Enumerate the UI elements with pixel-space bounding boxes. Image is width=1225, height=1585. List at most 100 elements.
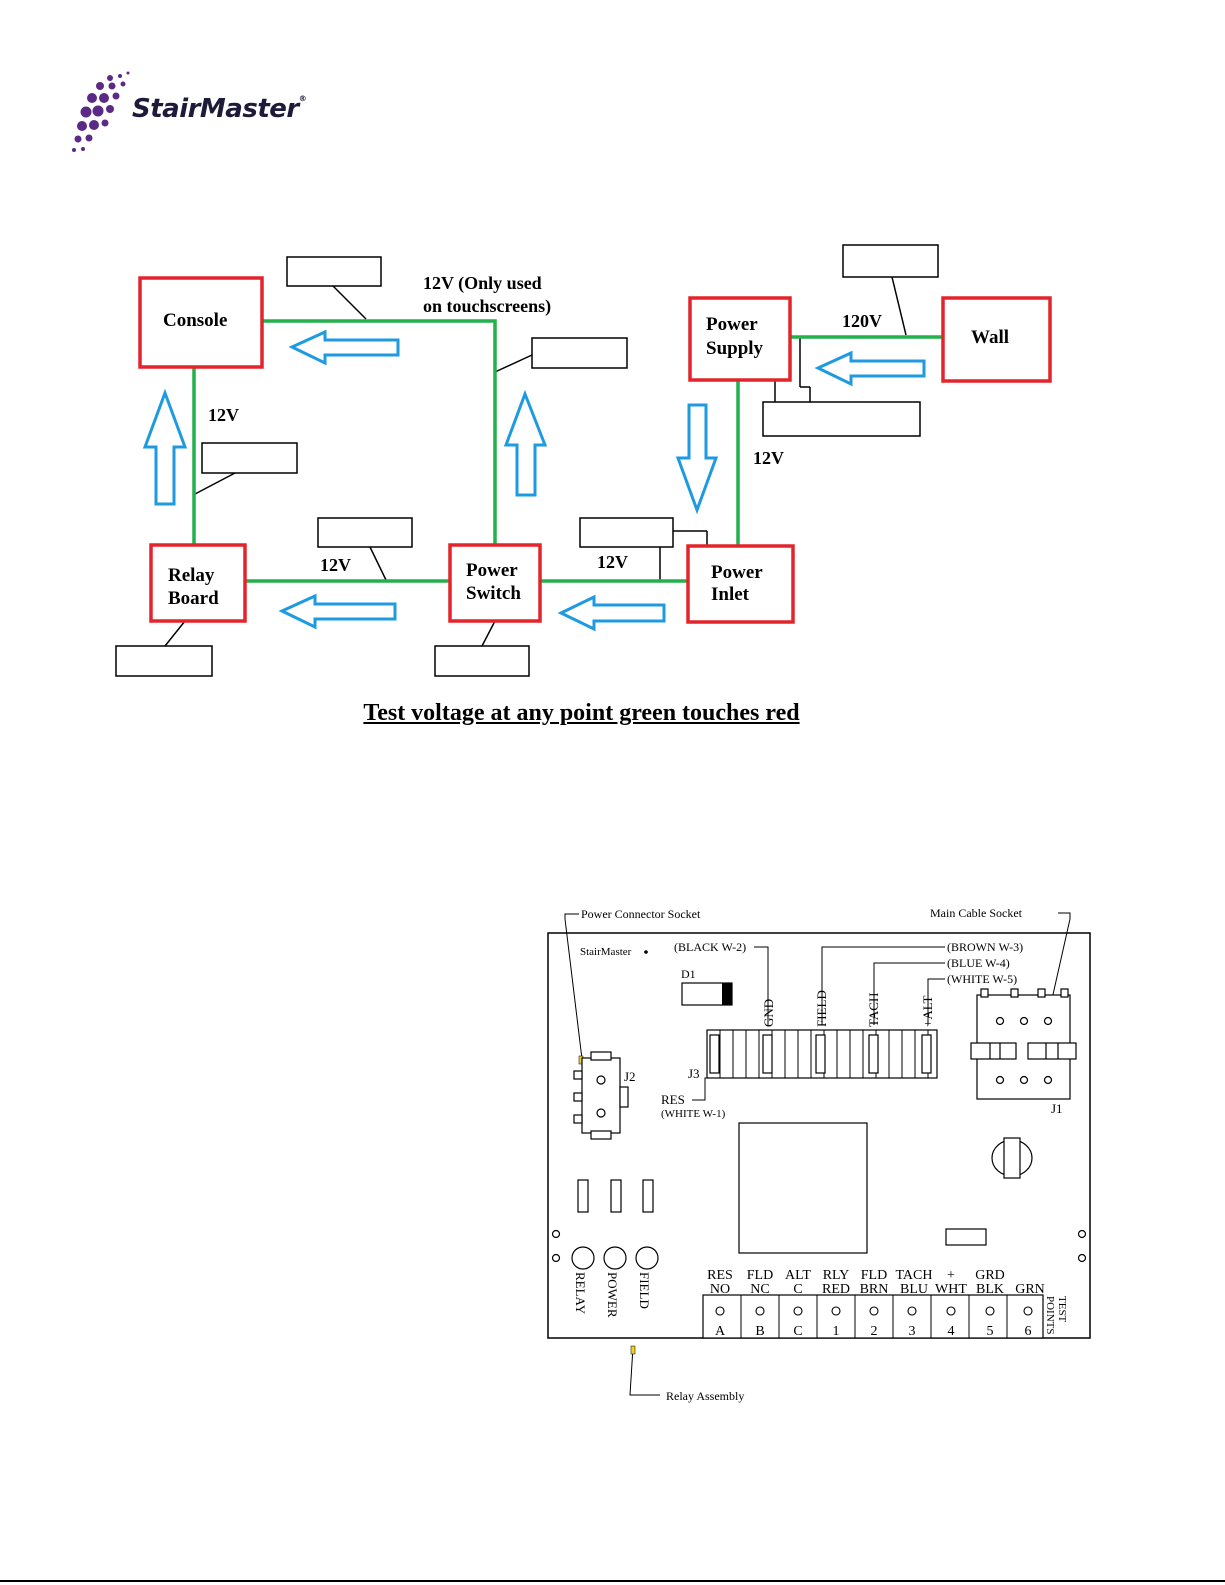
relay-led xyxy=(571,1246,595,1270)
j1-label: J1 xyxy=(1051,1101,1063,1116)
console-node xyxy=(138,276,264,369)
label-box xyxy=(286,256,382,287)
wire-label: (BROWN W-3) xyxy=(947,940,1023,954)
power-switch-label: Switch xyxy=(466,583,521,604)
arrow-left-icon xyxy=(814,350,926,387)
power-supply-label: Power xyxy=(706,314,758,335)
console-label: Console xyxy=(163,310,227,331)
relay-assembly-callout: Relay Assembly xyxy=(666,1389,744,1403)
test-point-id: 6 xyxy=(1025,1324,1032,1339)
j2-label: J2 xyxy=(624,1069,636,1084)
label-box xyxy=(579,517,674,548)
relay-board-drawing: Power Connector Socket Main Cable Socket… xyxy=(547,906,1091,1403)
label-box xyxy=(317,517,413,548)
test-point-mid: RED xyxy=(822,1282,850,1297)
power-supply-node xyxy=(688,296,792,382)
test-point-id: 5 xyxy=(987,1324,994,1339)
label-box xyxy=(531,337,628,369)
test-point-mid: BLU xyxy=(900,1282,928,1297)
test-points-label: POINTS xyxy=(1044,1296,1056,1335)
small-component xyxy=(945,1228,987,1246)
diagram-title-wrap: Test voltage at any point green touches … xyxy=(0,700,1163,727)
main-socket-callout: Main Cable Socket xyxy=(930,906,1023,920)
wall-label: Wall xyxy=(971,327,1009,348)
j3-label: J3 xyxy=(688,1066,700,1081)
wire xyxy=(192,319,943,583)
j3-connector xyxy=(706,1029,938,1079)
power-inlet-label: Power xyxy=(711,562,763,583)
power-inlet-label: Inlet xyxy=(711,584,750,605)
test-point-id: 3 xyxy=(909,1324,916,1339)
voltage-label: 12V xyxy=(208,405,239,425)
pin-label-tach: TACH xyxy=(866,993,881,1027)
test-point-id: A xyxy=(715,1324,726,1339)
test-point-mid: C xyxy=(793,1282,802,1297)
power-led xyxy=(603,1246,627,1270)
wire-label: (WHITE W-5) xyxy=(947,972,1017,986)
pin-label-gnd: GND xyxy=(761,999,776,1027)
pin-label-alt: +ALT xyxy=(920,996,935,1027)
j2-socket xyxy=(573,1051,629,1140)
test-point-top: GRD xyxy=(975,1268,1005,1283)
label-box xyxy=(762,401,921,437)
test-point-mid: BLK xyxy=(976,1282,1004,1297)
test-point-id: 2 xyxy=(871,1324,878,1339)
test-point-top: FLD xyxy=(861,1268,887,1283)
voltage-label: on touchscreens) xyxy=(423,296,551,317)
arrow-left-icon xyxy=(288,329,400,366)
power-inlet-node xyxy=(686,544,795,624)
voltage-label: 12V xyxy=(597,552,628,572)
test-point-top: + xyxy=(947,1268,955,1283)
led-label: RELAY xyxy=(573,1272,588,1315)
res-label: RES xyxy=(661,1092,685,1107)
test-point-id: C xyxy=(793,1324,802,1339)
power-supply-label: Supply xyxy=(706,338,764,359)
power-switch-node xyxy=(448,543,542,623)
field-led xyxy=(635,1246,659,1270)
voltage-label: 12V (Only used xyxy=(423,273,542,294)
stairmaster-logo: StairMaster® xyxy=(70,68,330,158)
power-socket-callout: Power Connector Socket xyxy=(581,907,701,921)
arrow-left-icon xyxy=(278,593,397,630)
test-point-top: RLY xyxy=(823,1268,850,1283)
wire-label: (BLUE W-4) xyxy=(947,956,1010,970)
logo-wordmark: StairMaster® xyxy=(132,94,307,124)
test-point-top: TACH xyxy=(896,1268,933,1283)
pin-label-field: FIELD xyxy=(814,990,829,1027)
led-label: FIELD xyxy=(637,1272,652,1309)
label-box xyxy=(842,244,939,278)
power-flow-diagram: Console Power Supply Wall Relay Board Po… xyxy=(115,244,1052,677)
d1-label: D1 xyxy=(681,967,696,981)
arrow-up-icon xyxy=(503,389,548,497)
voltage-label: 12V xyxy=(320,555,351,575)
test-point-mid: NC xyxy=(750,1282,769,1297)
label-box xyxy=(115,645,213,677)
board-brand: StairMaster xyxy=(580,946,632,958)
voltage-label: 12V xyxy=(753,448,784,468)
white-w1-label: (WHITE W-1) xyxy=(661,1108,726,1120)
page-bottom-rule xyxy=(0,1580,1225,1582)
power-switch-label: Power xyxy=(466,560,518,581)
relay-board-node xyxy=(149,543,247,623)
arrow-up-icon xyxy=(142,388,188,506)
label-box xyxy=(201,442,298,474)
arrow-down-icon xyxy=(675,403,719,515)
relay-chip xyxy=(738,1122,868,1254)
test-point-top: RES xyxy=(707,1268,733,1283)
test-point-mid: BRN xyxy=(860,1282,889,1297)
arrow-left-icon xyxy=(557,594,666,632)
test-point-id: 1 xyxy=(833,1324,840,1339)
test-points-strip xyxy=(702,1294,1044,1339)
relay-board-label: Relay xyxy=(168,565,215,586)
test-point-mid: NO xyxy=(710,1282,730,1297)
voltage-label: 120V xyxy=(842,311,882,331)
test-point-top: GRN xyxy=(1015,1282,1045,1297)
test-points-label: TEST xyxy=(1056,1296,1068,1323)
test-point-mid: WHT xyxy=(935,1282,967,1297)
wall-node xyxy=(941,296,1052,383)
test-point-top: FLD xyxy=(747,1268,773,1283)
test-point-id: 4 xyxy=(948,1324,955,1339)
wire-label: (BLACK W-2) xyxy=(674,940,746,954)
j1-socket xyxy=(970,988,1077,1100)
label-box xyxy=(434,645,530,677)
